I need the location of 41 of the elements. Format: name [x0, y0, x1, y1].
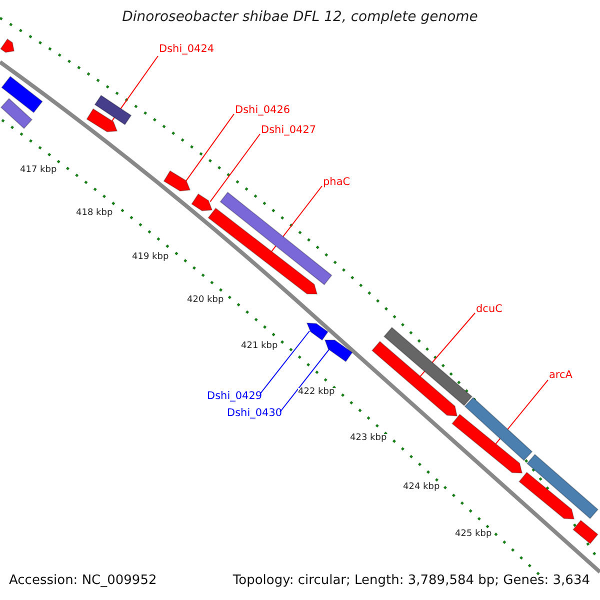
gene-label: Dshi_0429	[207, 391, 262, 403]
scale-tick-label: 417 kbp	[20, 166, 57, 176]
gene-bar	[94, 94, 132, 126]
leader-line	[186, 114, 234, 182]
gene-block	[371, 340, 458, 417]
scale-tick-label: 424 kbp	[403, 483, 440, 493]
scale-tick-label: 418 kbp	[76, 209, 113, 219]
title: Dinoroseobacter shibae DFL 12, complete genome	[121, 10, 479, 26]
gene-label: Dshi_0427	[261, 125, 316, 137]
accession-text: Accession: NC_009952	[9, 574, 157, 588]
leader-line	[210, 134, 260, 202]
gene-bar	[0, 98, 33, 130]
gene-label: arcA	[549, 370, 572, 382]
scale-tick-label: 423 kbp	[350, 434, 387, 444]
gene-block	[452, 414, 523, 474]
gene-block	[518, 472, 575, 520]
leader-line	[280, 349, 330, 412]
genome-stats-text: Topology: circular; Length: 3,789,584 bp; Genes: 3,634	[232, 574, 590, 588]
gene-label: Dshi_0424	[159, 44, 214, 56]
gene-block	[208, 208, 318, 294]
scale-tick-label: 422 kbp	[298, 388, 335, 398]
gene-block	[86, 108, 118, 132]
gene-label: phaC	[323, 177, 350, 189]
gene-block	[0, 38, 15, 53]
gene-bar	[1, 76, 43, 114]
scale-tick-label: 421 kbp	[241, 342, 278, 352]
gene-label: dcuC	[476, 304, 502, 316]
scale-tick-label: 425 kbp	[455, 530, 492, 540]
gene-block	[306, 322, 329, 341]
gene-block	[163, 170, 191, 192]
scale-tick-label: 419 kbp	[132, 253, 169, 263]
gene-label: Dshi_0426	[235, 105, 290, 117]
gene-label: Dshi_0430	[227, 408, 282, 420]
gene-bar	[464, 396, 533, 462]
gene-bar	[220, 192, 332, 286]
scale-tick-label: 420 kbp	[187, 296, 224, 306]
gene-bar	[526, 454, 599, 520]
gene-bar	[383, 326, 473, 406]
gene-block	[324, 340, 353, 362]
leader-line	[260, 330, 310, 394]
gene-block	[191, 193, 213, 212]
